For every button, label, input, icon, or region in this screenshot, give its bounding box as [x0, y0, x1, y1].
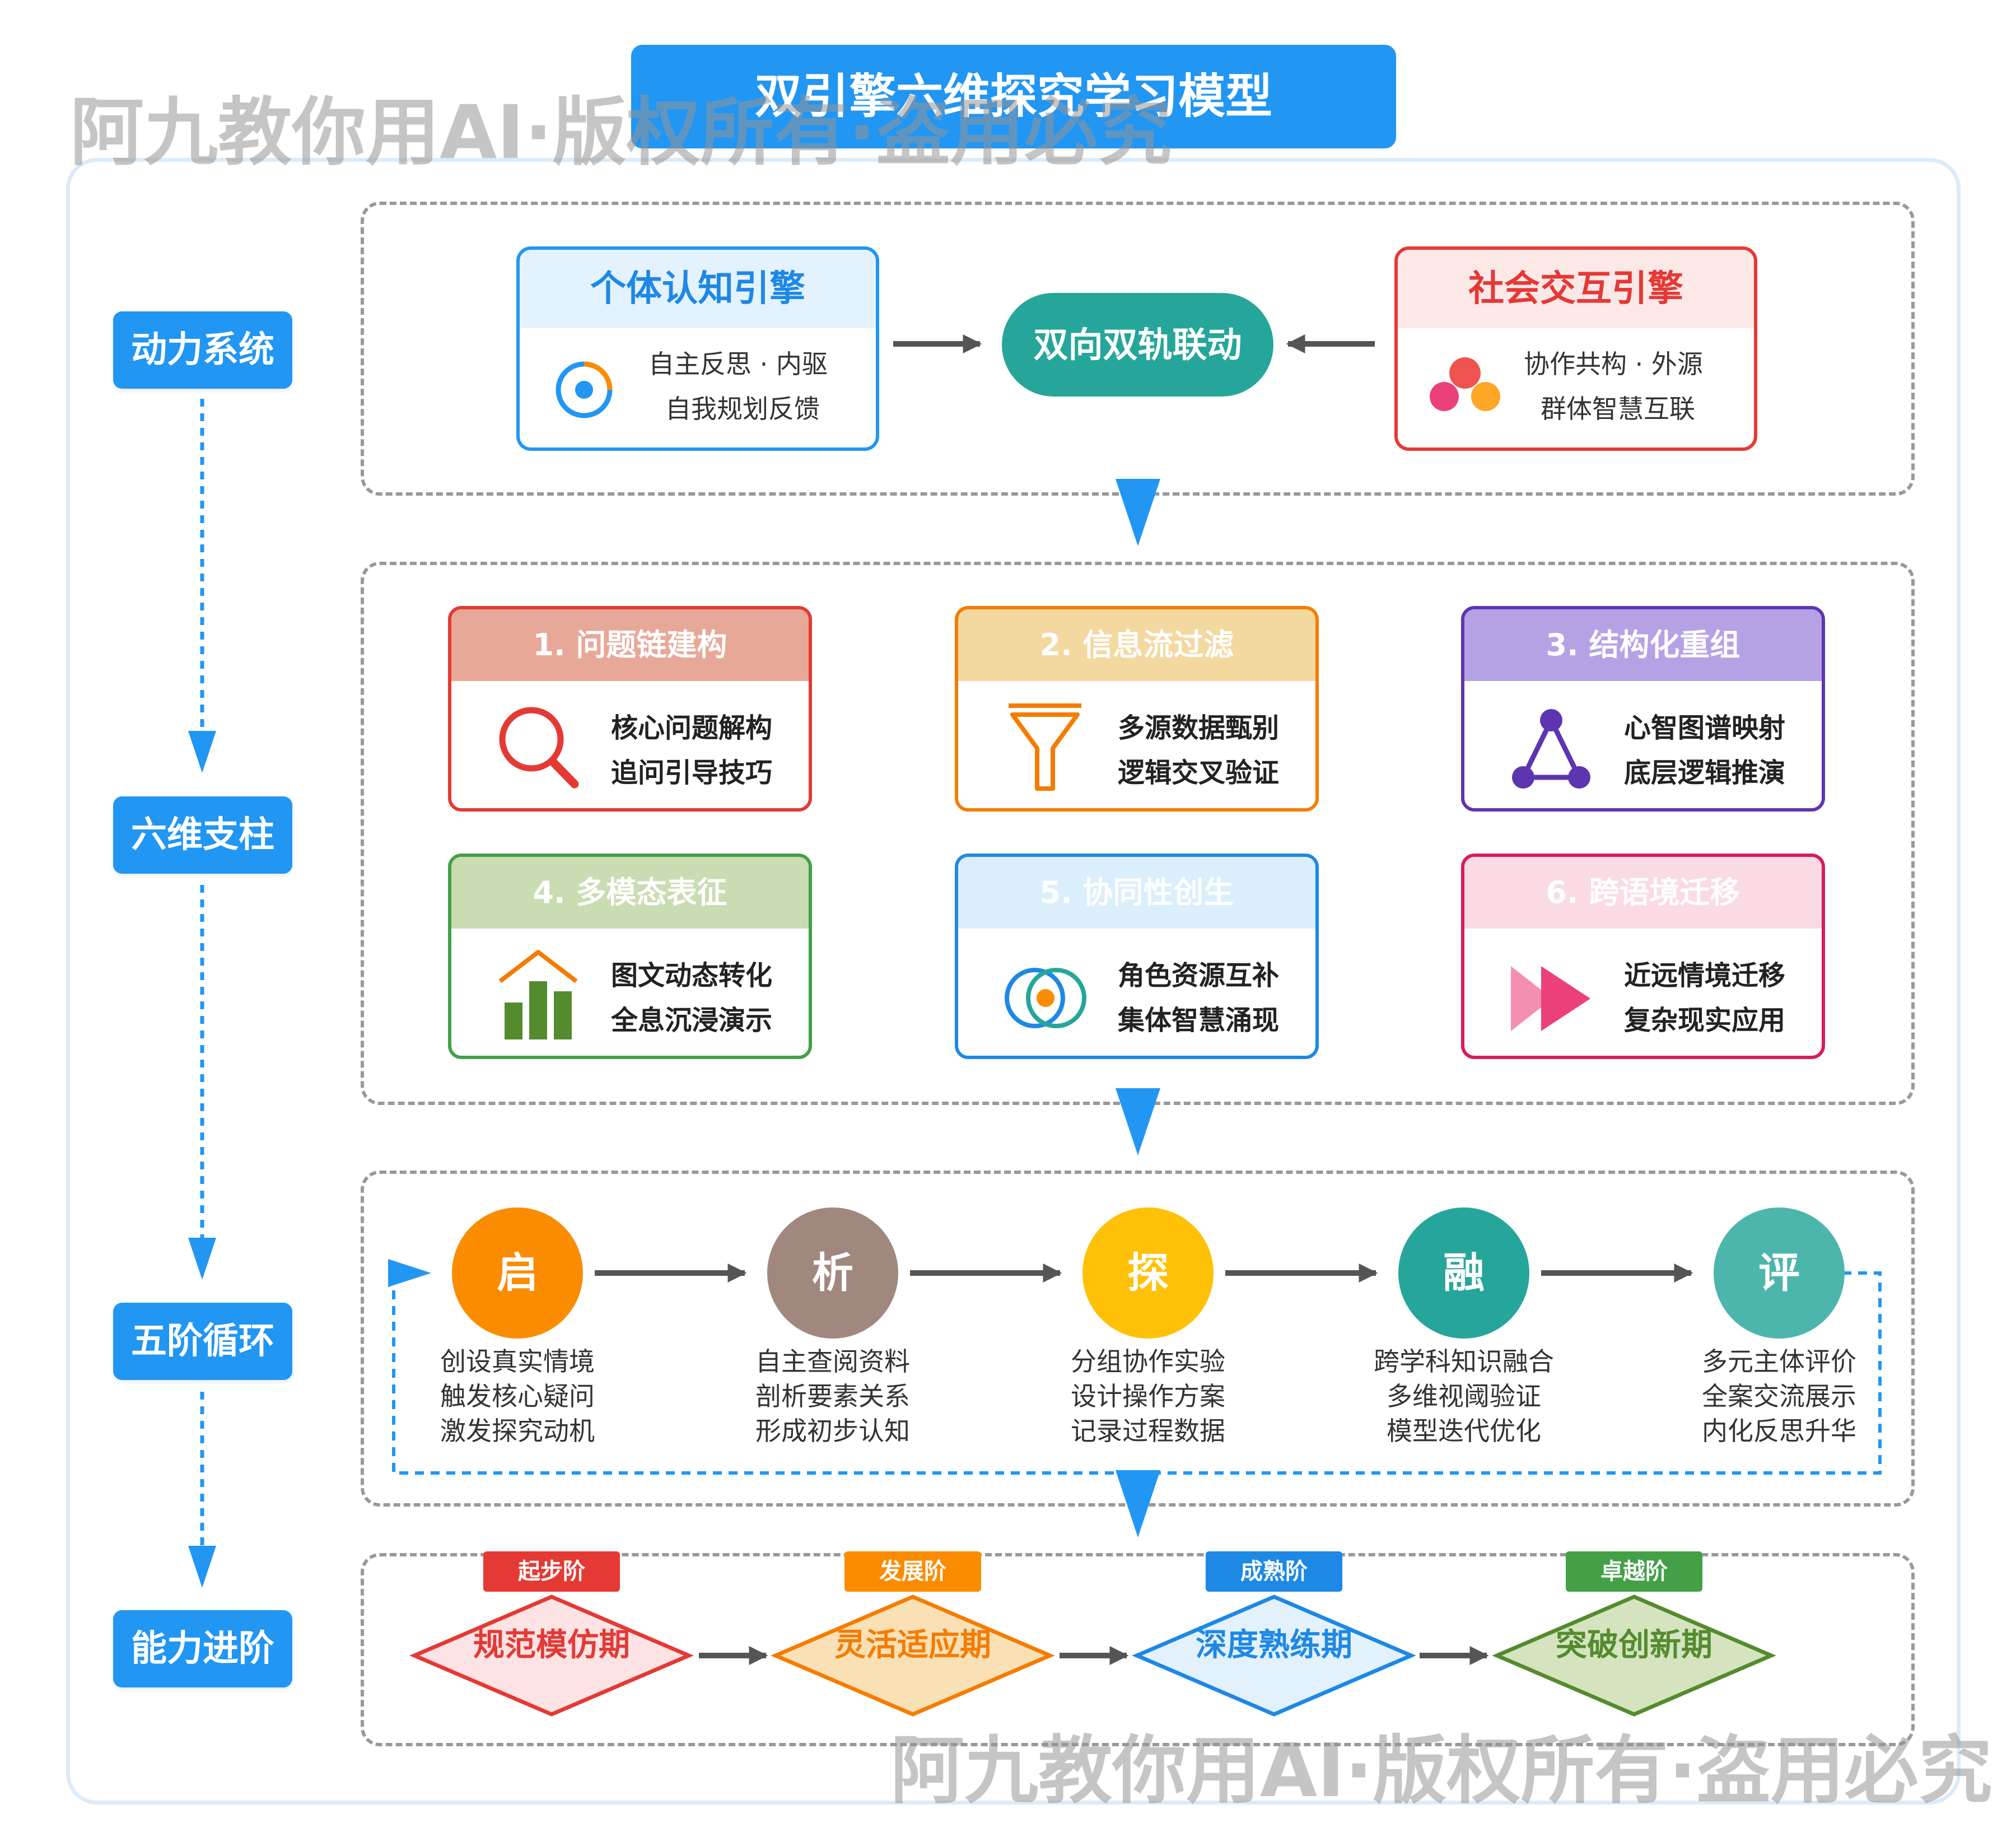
pillar-title-5: 5. 协同性创生 [958, 857, 1315, 929]
cycle-desc-3-line2: 设计操作方案 [1071, 1381, 1225, 1411]
pillar-line1-5: 角色资源互补 [1118, 960, 1280, 991]
stage-badge-2: 发展阶 [844, 1551, 981, 1592]
pillar-title-6: 6. 跨语境迁移 [1464, 857, 1822, 929]
page-title: 双引擎六维探究学习模型 [631, 45, 1396, 148]
stage-badge-1: 起步阶 [483, 1551, 620, 1592]
side-label-pillars: 六维支柱 [113, 796, 292, 874]
fast-forward-icon [1511, 966, 1590, 1031]
watermark-top: 阿九教你用AI·版权所有·盗用必究 [70, 90, 1172, 176]
cycle-desc-3-line1: 分组协作实验 [1071, 1346, 1225, 1377]
individual-engine-title: 个体认知引擎 [520, 250, 876, 328]
social-engine-line1: 协作共构 · 外源 [1524, 349, 1703, 379]
cycle-desc-2-line2: 剖析要素关系 [755, 1381, 910, 1411]
group-dots-icon [1430, 357, 1500, 411]
side-label-cycle: 五阶循环 [113, 1303, 292, 1380]
stage-label-2: 灵活适应期 [834, 1627, 991, 1663]
pillar-title-4: 4. 多模态表征 [451, 857, 809, 929]
triangle-network-icon [1512, 709, 1590, 789]
cycle-node-3: 探 [1082, 1207, 1214, 1339]
cycle-desc-3: 分组协作实验 设计操作方案 记录过程数据 [1030, 1344, 1266, 1448]
pillar-card-6: 6. 跨语境迁移 近远情境迁移 复杂现实应用 [1461, 854, 1825, 1059]
social-engine-line2: 群体智慧互联 [1541, 394, 1695, 424]
section-stages [361, 1553, 1915, 1746]
stage-diamond-4 [1492, 1594, 1776, 1717]
target-icon [556, 361, 613, 418]
pillar-line1-6: 近远情境迁移 [1624, 960, 1786, 991]
stage-label-1: 规范模仿期 [473, 1627, 630, 1663]
cycle-desc-1-line2: 触发核心疑问 [440, 1381, 595, 1411]
cycle-desc-5-line2: 全案交流展示 [1702, 1381, 1856, 1411]
funnel-icon [1009, 703, 1081, 791]
watermark-bottom: 阿九教你用AI·版权所有·盗用必究 [890, 1728, 1992, 1814]
stage-badge-4: 卓越阶 [1566, 1551, 1702, 1592]
cycle-node-4: 融 [1398, 1207, 1529, 1339]
center-linkage: 双向双轨联动 [1002, 293, 1273, 397]
pillar-line1-3: 心智图谱映射 [1624, 712, 1786, 744]
cycle-desc-4: 跨学科知识融合 多维视阈验证 模型迭代优化 [1346, 1344, 1581, 1448]
pillar-line1-1: 核心问题解构 [611, 712, 773, 744]
cycle-node-1: 启 [452, 1207, 583, 1339]
pillar-line2-6: 复杂现实应用 [1624, 1005, 1786, 1036]
bar-chart-icon [498, 950, 578, 1039]
cycle-desc-4-line1: 跨学科知识融合 [1374, 1346, 1554, 1377]
pillar-title-1: 1. 问题链建构 [451, 609, 809, 681]
pillar-line2-5: 集体智慧涌现 [1118, 1005, 1280, 1036]
pillar-card-4: 4. 多模态表征 图文动态转化 全息沉浸演示 [448, 854, 812, 1059]
pillar-card-2: 2. 信息流过滤 多源数据甄别 逻辑交叉验证 [955, 606, 1319, 812]
cycle-desc-4-line2: 多维视阈验证 [1387, 1381, 1541, 1411]
cycle-desc-5-line1: 多元主体评价 [1702, 1346, 1856, 1377]
individual-engine-line1: 自主反思 · 内驱 [648, 349, 828, 379]
cycle-desc-1-line3: 激发探究动机 [440, 1416, 595, 1446]
cycle-desc-1-line1: 创设真实情境 [440, 1346, 595, 1377]
pillar-line2-4: 全息沉浸演示 [611, 1005, 773, 1036]
social-engine-card: 社会交互引擎 协作共构 · 外源 群体智慧互联 [1394, 246, 1757, 451]
pillar-line1-4: 图文动态转化 [611, 960, 773, 991]
cycle-desc-2-line1: 自主查阅资料 [755, 1346, 910, 1377]
pillar-line2-3: 底层逻辑推演 [1624, 757, 1786, 789]
individual-engine-line2: 自我规划反馈 [665, 394, 820, 424]
magnifier-icon [499, 707, 579, 789]
cycle-node-2: 析 [767, 1207, 898, 1339]
stage-diamond-2 [771, 1594, 1055, 1717]
overlap-circles-icon [1005, 968, 1086, 1028]
stage-diamond-1 [409, 1594, 694, 1717]
individual-engine-card: 个体认知引擎 自主反思 · 内驱 自我规划反馈 [516, 246, 879, 451]
feedback-loop [392, 1271, 1882, 1475]
pillar-card-3: 3. 结构化重组 心智图谱映射 底层逻辑推演 [1461, 606, 1825, 812]
side-label-dynamics: 动力系统 [113, 311, 292, 389]
cycle-desc-5: 多元主体评价 全案交流展示 内化反思升华 [1662, 1344, 1897, 1448]
pillar-title-3: 3. 结构化重组 [1464, 609, 1822, 681]
cycle-desc-2-line3: 形成初步认知 [755, 1416, 910, 1446]
cycle-node-5: 评 [1714, 1207, 1845, 1339]
cycle-desc-5-line3: 内化反思升华 [1702, 1416, 1856, 1446]
pillar-card-1: 1. 问题链建构 核心问题解构 追问引导技巧 [448, 606, 812, 812]
cycle-desc-4-line3: 模型迭代优化 [1387, 1416, 1541, 1446]
section-down-arrows [1116, 479, 1160, 1537]
stage-badge-3: 成熟阶 [1206, 1551, 1342, 1592]
stage-diamonds [409, 1594, 1776, 1717]
pillar-title-2: 2. 信息流过滤 [958, 609, 1315, 681]
social-engine-title: 社会交互引擎 [1398, 250, 1754, 328]
stage-label-4: 突破创新期 [1556, 1627, 1712, 1663]
stage-label-3: 深度熟练期 [1196, 1627, 1352, 1663]
cycle-desc-3-line3: 记录过程数据 [1071, 1416, 1225, 1446]
pillar-line2-1: 追问引导技巧 [611, 757, 773, 789]
side-label-growth: 能力进阶 [113, 1610, 292, 1687]
pillar-line1-2: 多源数据甄别 [1118, 712, 1280, 744]
pillar-card-5: 5. 协同性创生 角色资源互补 集体智慧涌现 [955, 854, 1319, 1059]
pillar-line2-2: 逻辑交叉验证 [1118, 757, 1280, 789]
cycle-desc-1: 创设真实情境 触发核心疑问 激发探究动机 [400, 1344, 635, 1448]
cycle-desc-2: 自主查阅资料 剖析要素关系 形成初步认知 [715, 1344, 950, 1448]
stage-diamond-3 [1132, 1594, 1416, 1717]
